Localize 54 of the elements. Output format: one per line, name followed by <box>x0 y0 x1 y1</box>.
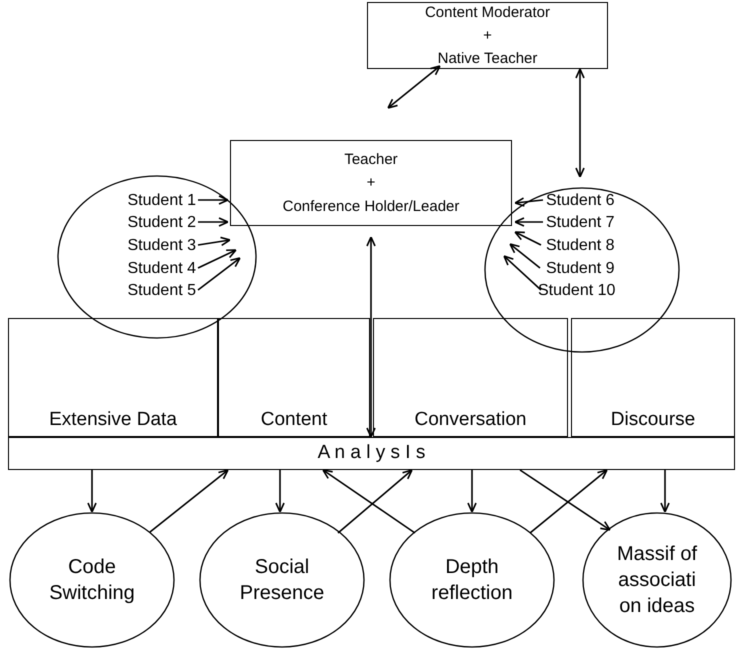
node-text: Teacher <box>344 150 398 170</box>
text-box <box>367 2 608 69</box>
node-text: Extensive Data <box>49 409 177 432</box>
text-box <box>218 318 370 437</box>
text-box <box>571 318 735 437</box>
node-text: Conference Holder/Leader <box>282 196 460 217</box>
node-text: A n a l y s I s <box>318 442 426 465</box>
arrow <box>275 470 285 513</box>
student-label: Student 3 <box>128 236 196 256</box>
node-text: Massif of associati on ideas <box>616 542 698 619</box>
arrow <box>322 469 416 534</box>
text-box <box>8 318 218 437</box>
node-text: Content Moderator <box>424 2 550 23</box>
arrow <box>87 470 97 513</box>
node-text: Code Switching <box>48 555 136 606</box>
arrow <box>198 236 231 246</box>
student-label: Student 6 <box>546 190 614 211</box>
student-label: Student 5 <box>128 280 196 301</box>
student-label: Student 2 <box>128 212 196 233</box>
student-label: Student 1 <box>128 190 196 211</box>
node-text: Discourse <box>610 409 696 432</box>
node-text: Depth reflection <box>430 555 514 606</box>
arrow <box>150 469 229 533</box>
arrow <box>509 243 540 269</box>
student-label: Student 8 <box>546 236 614 256</box>
arrow <box>198 257 241 291</box>
arrow <box>530 469 608 534</box>
arrow <box>514 217 543 227</box>
text-box <box>373 318 568 437</box>
arrow <box>337 469 413 534</box>
arrow <box>198 249 237 269</box>
text-box <box>230 140 512 226</box>
node-text: + <box>483 26 492 46</box>
node-text: + <box>366 173 376 194</box>
node-text: Content <box>260 409 328 432</box>
student-label: Student 9 <box>546 258 614 279</box>
arrow <box>660 470 670 513</box>
node-text: Native Teacher <box>438 49 538 70</box>
arrow <box>503 255 542 291</box>
arrow <box>198 195 229 205</box>
arrow <box>575 68 585 178</box>
arrow <box>366 236 376 438</box>
arrow <box>198 217 229 227</box>
student-label: Student 10 <box>538 280 616 301</box>
arrow <box>467 470 477 513</box>
arrow <box>387 65 441 109</box>
arrow <box>520 469 611 531</box>
arrow <box>514 231 542 246</box>
student-label: Student 4 <box>128 258 196 279</box>
node-text: Conversation <box>414 409 526 432</box>
node-text: Social Presence <box>238 555 326 606</box>
arrow <box>514 197 544 207</box>
text-box <box>8 437 735 470</box>
student-label: Student 7 <box>546 212 614 233</box>
